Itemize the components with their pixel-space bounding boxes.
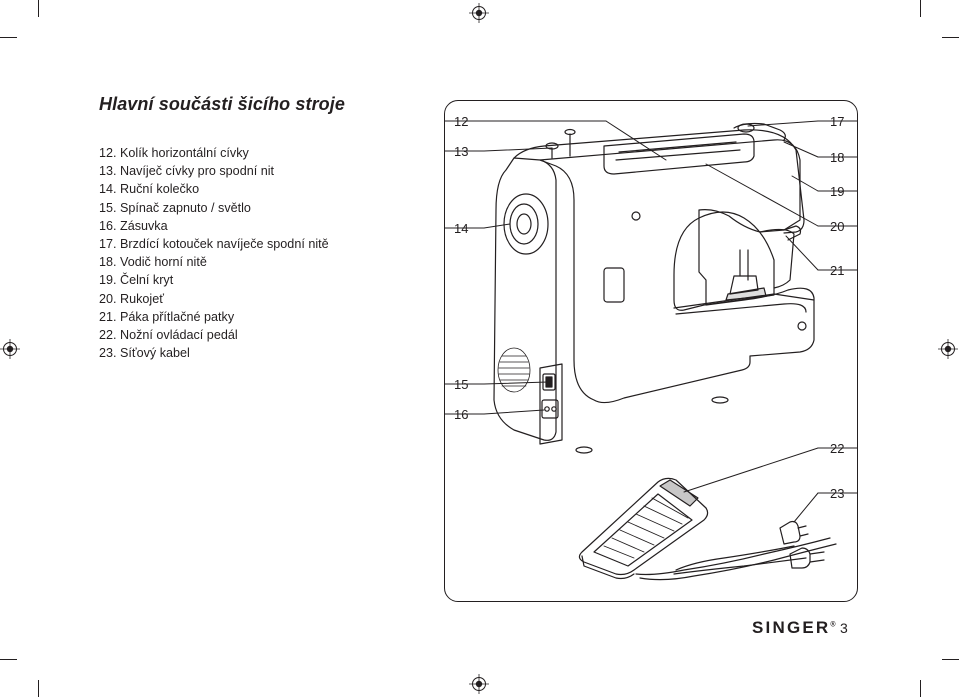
registration-mark-icon bbox=[469, 3, 489, 23]
crop-mark bbox=[0, 659, 17, 660]
crop-mark bbox=[942, 659, 959, 660]
crop-mark bbox=[38, 680, 39, 697]
crop-mark bbox=[920, 680, 921, 697]
list-item: 19. Čelní kryt bbox=[99, 273, 174, 288]
page-title: Hlavní součásti šicího stroje bbox=[99, 94, 345, 114]
sewing-machine-illustration: 12 13 14 15 16 17 18 19 20 21 22 23 bbox=[444, 114, 858, 581]
power-cable-drawing bbox=[635, 520, 837, 581]
crop-mark bbox=[38, 0, 39, 17]
foot-pedal-drawing bbox=[578, 477, 709, 580]
list-item: 20. Rukojeť bbox=[99, 291, 164, 306]
callout-16: 16 bbox=[454, 407, 468, 422]
illustration-frame bbox=[444, 100, 858, 602]
sewing-machine-drawing bbox=[493, 122, 815, 454]
callout-19: 19 bbox=[830, 184, 844, 199]
parts-list: 12. Kolík horizontální cívky 13. Navíječ… bbox=[99, 144, 329, 362]
callout-17: 17 bbox=[830, 114, 844, 129]
crop-mark bbox=[942, 37, 959, 38]
callout-23: 23 bbox=[830, 486, 844, 501]
singer-logo: SINGER® bbox=[752, 618, 836, 637]
page-number: 3 bbox=[840, 620, 848, 636]
callout-leaders bbox=[444, 120, 858, 523]
list-item: 15. Spínač zapnuto / světlo bbox=[99, 200, 251, 215]
list-item: 17. Brzdící kotouček navíječe spodní nit… bbox=[99, 237, 329, 252]
list-item: 16. Zásuvka bbox=[99, 218, 168, 233]
callout-18: 18 bbox=[830, 150, 844, 165]
list-item: 14. Ruční kolečko bbox=[99, 182, 200, 197]
callout-14: 14 bbox=[454, 221, 468, 236]
list-item: 22. Nožní ovládací pedál bbox=[99, 328, 238, 343]
list-item: 13. Navíječ cívky pro spodní nit bbox=[99, 164, 274, 179]
list-item: 23. Síťový kabel bbox=[99, 346, 190, 361]
list-item: 12. Kolík horizontální cívky bbox=[99, 146, 249, 160]
registration-mark-icon bbox=[469, 674, 489, 694]
crop-mark bbox=[920, 0, 921, 17]
callout-12: 12 bbox=[454, 114, 468, 129]
registration-mark-icon bbox=[0, 339, 20, 359]
callout-20: 20 bbox=[830, 219, 844, 234]
registration-mark-icon bbox=[938, 339, 958, 359]
callout-21: 21 bbox=[830, 263, 844, 278]
callout-22: 22 bbox=[830, 441, 844, 456]
callout-15: 15 bbox=[454, 377, 468, 392]
callout-13: 13 bbox=[454, 144, 468, 159]
list-item: 21. Páka přítlačné patky bbox=[99, 309, 235, 324]
crop-mark bbox=[0, 37, 17, 38]
list-item: 18. Vodič horní nitě bbox=[99, 255, 207, 270]
